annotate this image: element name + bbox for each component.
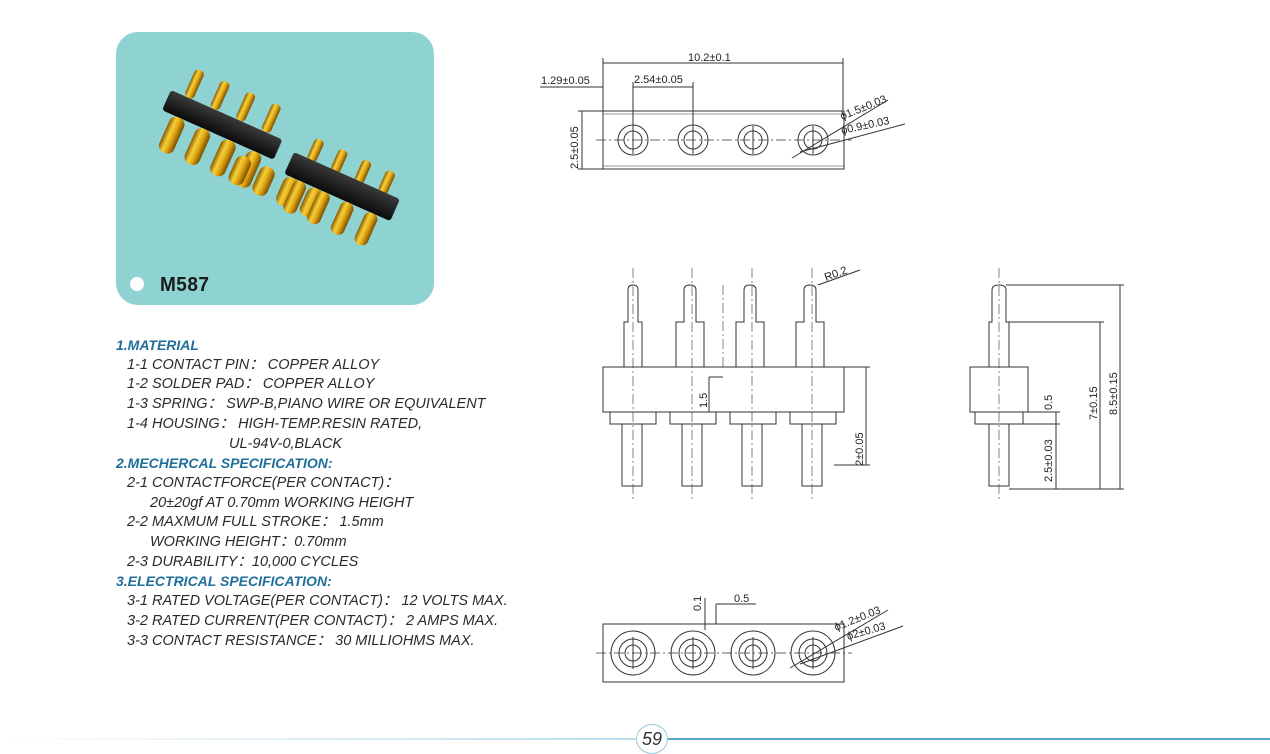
electrical-line: 3-1 RATED VOLTAGE(PER CONTACT)： 12 VOLTS…	[127, 593, 508, 610]
dim-side-overall: 8.5±0.15	[1108, 372, 1120, 415]
product-photo-card: M587	[116, 32, 434, 305]
dim-bottom-a: 0.1	[692, 596, 704, 611]
bottom-view	[596, 598, 904, 683]
dim-radius: R0.2	[823, 265, 849, 284]
front-view	[602, 268, 870, 500]
material-line: 1-1 CONTACT PIN： COPPER ALLOY	[127, 356, 380, 373]
specifications: 1.MATERIAL 1-1 CONTACT PIN： COPPER ALLOY…	[116, 336, 516, 651]
material-line: 1-4 HOUSING： HIGH-TEMP.RESIN RATED,	[127, 415, 423, 432]
mechanical-line: 2-3 DURABILITY：10,000 CYCLES	[127, 553, 359, 570]
footer-line-left	[0, 738, 636, 740]
material-line: 1-3 SPRING： SWP-B,PIANO WIRE OR EQUIVALE…	[127, 396, 486, 413]
dim-side-step: 0.5	[1043, 395, 1055, 410]
electrical-line: 3-3 CONTACT RESISTANCE： 30 MILLIOHMS MAX…	[127, 632, 475, 649]
side-view	[969, 268, 1124, 500]
mechanical-line-continued: 20±20gf AT 0.70mm WORKING HEIGHT	[150, 494, 414, 511]
material-heading: 1.MATERIAL	[116, 337, 199, 353]
dim-pitch: 2.54±0.05	[634, 74, 683, 86]
page-number: 59	[636, 724, 668, 754]
model-label: M587	[160, 274, 210, 296]
dim-overall-width: 10.2±0.1	[688, 52, 731, 64]
model-bullet-icon	[130, 277, 144, 291]
dim-bottom-b: 0.5	[734, 593, 749, 605]
mechanical-line: 2-1 CONTACTFORCE(PER CONTACT)：	[127, 474, 399, 491]
mechanical-line-continued: WORKING HEIGHT：0.70mm	[150, 534, 347, 551]
electrical-heading: 3.ELECTRICAL SPECIFICATION:	[116, 573, 332, 590]
dim-stroke: 1.5	[698, 393, 710, 408]
dim-side-mid: 7±0.15	[1088, 386, 1100, 420]
connector-illustration	[158, 69, 400, 246]
mechanical-heading: 2.MECHERCAL SPECIFICATION:	[116, 455, 333, 472]
dim-side-lower: 2.5±0.03	[1043, 439, 1055, 482]
dim-tail: 2±0.05	[854, 432, 866, 466]
dim-offset: 1.29±0.05	[541, 75, 590, 87]
material-line: 1-2 SOLDER PAD： COPPER ALLOY	[127, 376, 375, 393]
electrical-line: 3-2 RATED CURRENT(PER CONTACT)： 2 AMPS M…	[127, 612, 499, 629]
top-view	[540, 58, 906, 170]
material-line-continued: UL-94V-0,BLACK	[229, 435, 343, 452]
dim-top-height: 2.5±0.05	[569, 126, 581, 169]
mechanical-line: 2-2 MAXMUM FULL STROKE： 1.5mm	[127, 514, 384, 531]
footer-line-right	[666, 738, 1270, 740]
